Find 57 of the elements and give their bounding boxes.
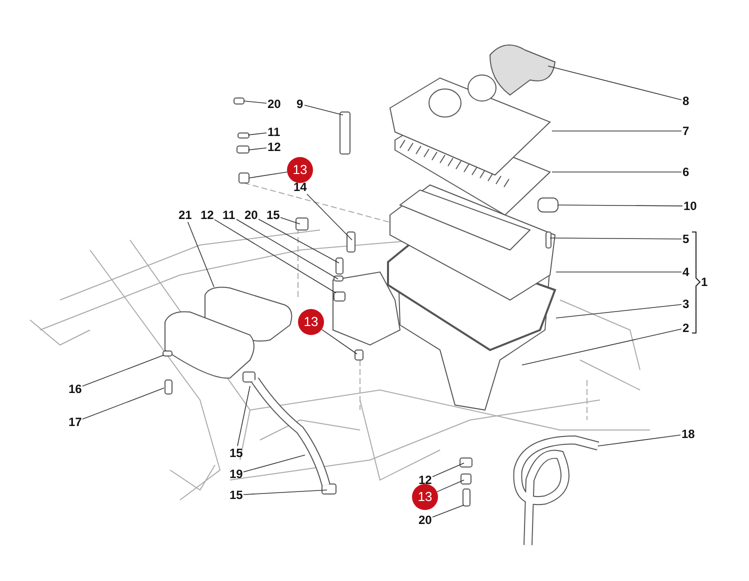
- leader-line: [243, 490, 328, 495]
- leader-line: [306, 194, 352, 240]
- leader-line: [214, 219, 336, 294]
- callout-number: 12: [268, 140, 281, 154]
- leader-line: [552, 130, 682, 132]
- leader-line: [432, 462, 464, 478]
- callout-number: 15: [266, 208, 280, 222]
- leader-line: [548, 66, 682, 100]
- callout-number: 3: [682, 297, 690, 311]
- leader-line: [248, 172, 288, 178]
- leader-line: [187, 222, 214, 288]
- callout-number: 10: [684, 199, 697, 213]
- callout-number: 15: [230, 446, 243, 460]
- callout-number: 20: [244, 208, 258, 222]
- callout-number: 18: [682, 427, 695, 441]
- callout-number: 16: [68, 382, 82, 396]
- callout-number: 11: [222, 208, 236, 222]
- leader-line: [82, 388, 164, 420]
- leader-line: [598, 434, 681, 446]
- callout-number: 21: [178, 208, 192, 222]
- callout-number: 13: [298, 309, 324, 335]
- callout-number: 7: [682, 124, 690, 138]
- leader-line: [248, 147, 267, 150]
- leader-line: [522, 328, 682, 366]
- callout-number: 14: [294, 180, 307, 194]
- leader-line: [436, 480, 464, 492]
- callout-number: 19: [230, 467, 243, 481]
- leader-line: [321, 329, 358, 354]
- leader-line: [236, 219, 338, 280]
- callout-number: 11: [268, 125, 280, 139]
- callout-number: 5: [682, 232, 690, 246]
- callout-number: 20: [418, 513, 432, 527]
- leader-line: [550, 238, 682, 240]
- leader-line: [280, 217, 300, 224]
- leader-line: [558, 204, 683, 206]
- callout-number: 8: [682, 94, 690, 108]
- leader-line: [258, 218, 340, 264]
- callout-number: 13: [287, 157, 313, 183]
- leader-line: [237, 386, 250, 446]
- leader-line: [432, 504, 464, 518]
- leader-line: [304, 104, 344, 116]
- leader-line: [243, 454, 306, 472]
- callout-number: 2: [682, 321, 690, 335]
- callout-number: 15: [230, 488, 243, 502]
- callout-number: 20: [268, 97, 281, 111]
- leader-line: [244, 100, 267, 104]
- callout-number: 4: [682, 265, 690, 279]
- leader-line: [248, 132, 267, 136]
- callout-number: 9: [296, 97, 304, 111]
- callout-number: 17: [68, 415, 82, 429]
- callout-number: 6: [682, 165, 690, 179]
- callout-number: 1: [701, 275, 708, 289]
- callout-number: 12: [418, 473, 432, 487]
- leader-line: [82, 354, 164, 387]
- callout-number: 13: [412, 484, 438, 510]
- leader-line: [556, 304, 682, 318]
- callout-number: 12: [200, 208, 214, 222]
